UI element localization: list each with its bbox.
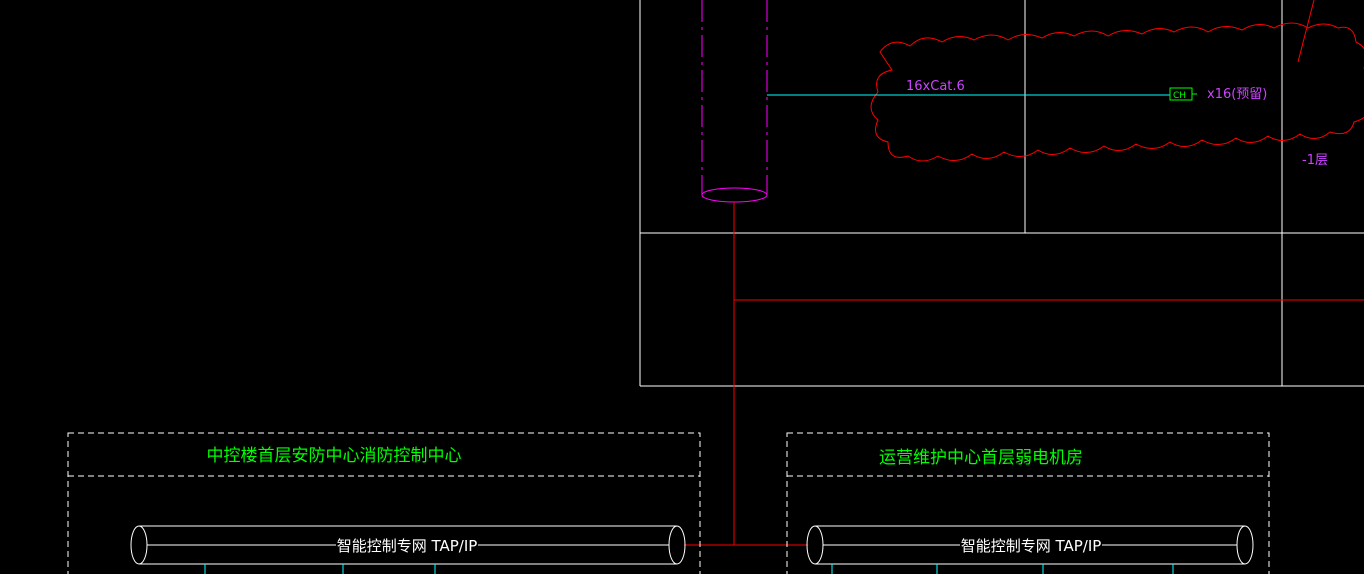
- outlet-symbol: CH: [1169, 87, 1197, 101]
- left-room-outer-box: [67, 432, 701, 574]
- left-bus-right-cap: [668, 525, 686, 565]
- left-room: 中控楼首层安防中心消防控制中心: [67, 432, 701, 574]
- right-room-outer-box: [786, 432, 1270, 574]
- revision-cloud: [870, 22, 1364, 162]
- left-bus-cylinder: [130, 525, 686, 565]
- building-frame: [639, 0, 1364, 387]
- right-room-title: 运营维护中心首层弱电机房: [879, 448, 1083, 468]
- left-bus-drops: [204, 564, 436, 574]
- outlet-symbol-text: CH: [1173, 91, 1186, 101]
- right-room: 运营维护中心首层弱电机房: [786, 432, 1270, 574]
- right-bus-right-cap: [1236, 525, 1254, 565]
- left-bus-label: 智能控制专网 TAP/IP: [337, 537, 478, 555]
- floor-label: -1层: [1302, 153, 1328, 168]
- right-bus-drops: [831, 564, 1174, 574]
- riser-cylinder: [701, 0, 768, 203]
- left-room-title: 中控楼首层安防中心消防控制中心: [207, 446, 462, 466]
- cable-label: 16xCat.6: [906, 79, 965, 94]
- red-connections: [684, 202, 1364, 546]
- right-bus-left-cap: [806, 525, 824, 565]
- leader-line: [1297, 0, 1315, 63]
- outlet-count-label: x16(预留): [1207, 87, 1267, 102]
- right-bus-label: 智能控制专网 TAP/IP: [961, 537, 1102, 555]
- left-bus-left-cap: [130, 525, 148, 565]
